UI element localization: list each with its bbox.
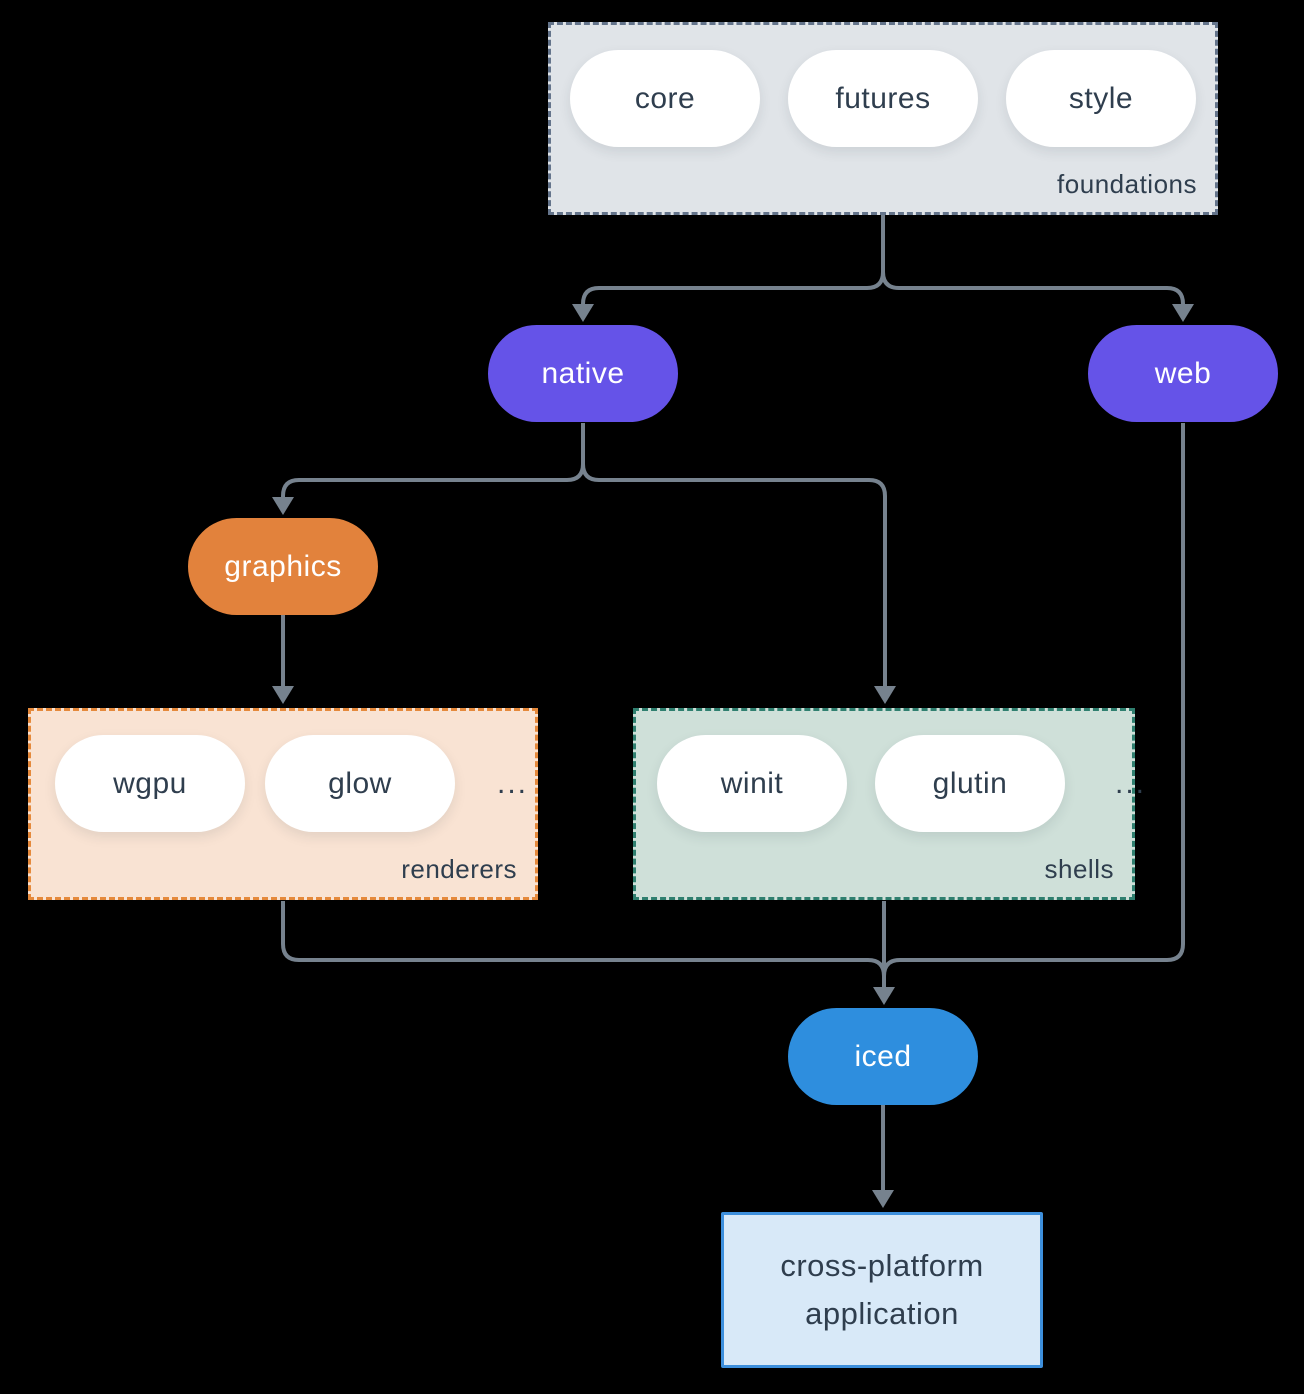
foundations-group: core futures style foundations	[548, 22, 1218, 215]
node-native-label: native	[541, 356, 625, 390]
node-application: cross-platform application	[721, 1212, 1043, 1368]
node-winit: winit	[657, 735, 847, 832]
node-glutin-label: glutin	[932, 766, 1008, 800]
edge-foundations-native	[581, 215, 885, 306]
application-label-line1: cross-platform	[780, 1248, 984, 1283]
shells-pill-row: winit glutin ...	[657, 735, 1146, 832]
node-futures: futures	[788, 50, 978, 147]
arrowhead-shells	[874, 686, 896, 704]
arrowhead-application	[872, 1190, 894, 1208]
renderers-ellipsis: ...	[497, 766, 529, 800]
foundations-group-label: foundations	[1057, 169, 1197, 199]
renderers-group-label: renderers	[401, 854, 517, 884]
shells-group: winit glutin ... shells	[633, 708, 1144, 900]
node-graphics: graphics	[188, 518, 378, 615]
node-glow: glow	[265, 735, 455, 832]
node-core-label: core	[634, 81, 696, 115]
shells-ellipsis: ...	[1115, 766, 1147, 800]
node-futures-label: futures	[835, 81, 931, 115]
node-wgpu-label: wgpu	[113, 766, 187, 800]
node-wgpu: wgpu	[55, 735, 245, 832]
node-core: core	[570, 50, 760, 147]
arrowhead-renderers	[272, 686, 294, 704]
edge-foundations-web	[881, 215, 1185, 306]
foundations-pill-row: core futures style	[570, 50, 1196, 147]
node-glow-label: glow	[328, 766, 392, 800]
node-iced-label: iced	[854, 1039, 912, 1073]
node-glutin: glutin	[875, 735, 1065, 832]
node-style-label: style	[1068, 81, 1134, 115]
arrowhead-graphics	[272, 497, 294, 515]
node-winit-label: winit	[720, 766, 784, 800]
application-label-line2: application	[805, 1296, 959, 1331]
node-iced: iced	[788, 1008, 978, 1105]
edge-native-graphics	[281, 423, 585, 498]
node-web: web	[1088, 325, 1278, 422]
node-native: native	[488, 325, 678, 422]
arrowhead-iced	[873, 987, 895, 1005]
arrowhead-web	[1172, 304, 1194, 322]
node-web-label: web	[1154, 356, 1212, 390]
edge-renderers-iced	[281, 901, 886, 977]
arrowhead-native	[572, 304, 594, 322]
edge-native-shells	[581, 423, 887, 686]
renderers-group: wgpu glow ... renderers	[28, 708, 538, 900]
node-style: style	[1006, 50, 1196, 147]
shells-group-label: shells	[1044, 854, 1114, 884]
node-graphics-label: graphics	[224, 549, 342, 583]
renderers-pill-row: wgpu glow ...	[55, 735, 528, 832]
